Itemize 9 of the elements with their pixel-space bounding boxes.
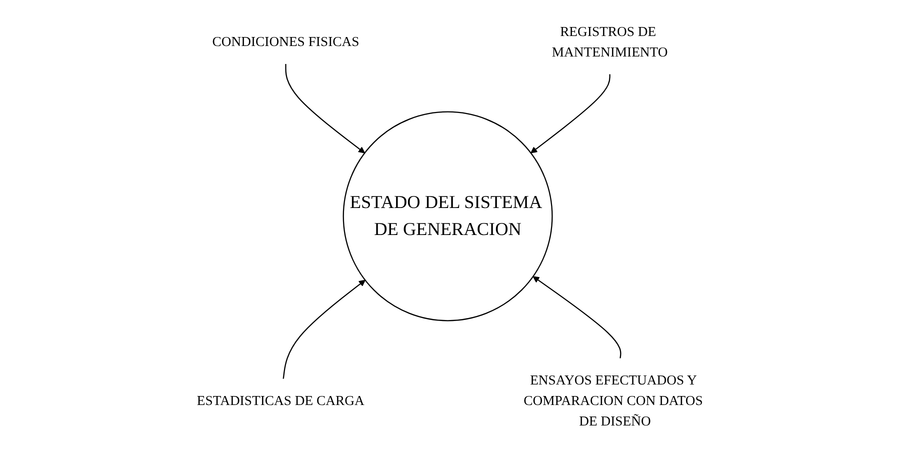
- arrow: [532, 276, 622, 358]
- arrow: [282, 279, 366, 379]
- node-circle: ESTADO DEL SISTEMA DE GENERACION: [342, 110, 552, 321]
- node-text: CONDICIONES FISICAS: [212, 33, 359, 49]
- node-text: ESTADISTICAS DE CARGA: [196, 392, 364, 408]
- arrow: [284, 63, 365, 153]
- node-text: ENSAYOS EFECTUADOS Y COMPARACION CON DATOS DE DISEÑO: [523, 372, 703, 428]
- arrow: [530, 73, 610, 153]
- node-text: REGISTROS DE MANTENIMIENTO: [552, 23, 668, 59]
